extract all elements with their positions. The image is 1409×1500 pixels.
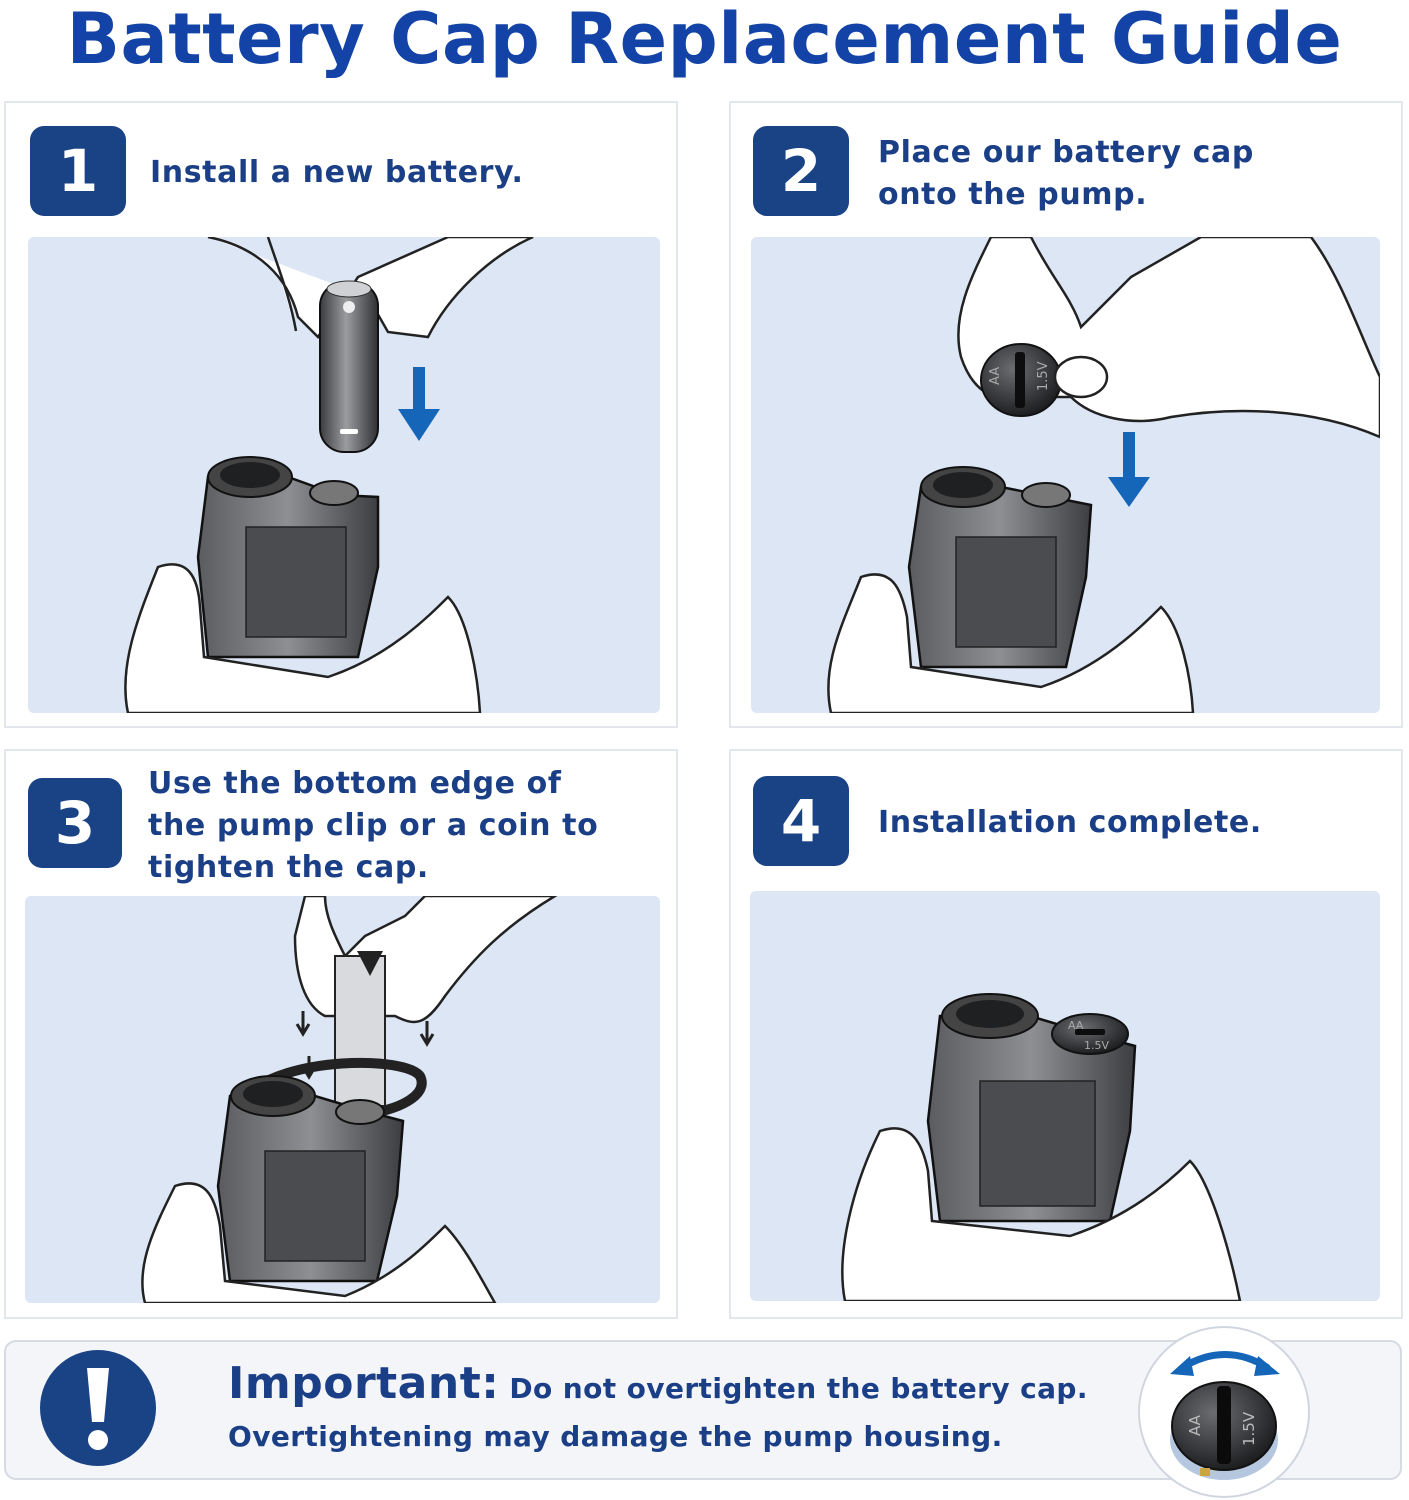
battery-icon — [319, 280, 379, 453]
pump-icon — [926, 993, 1137, 1223]
down-arrow-icon — [295, 1011, 435, 1080]
step-badge-3: 3 — [28, 778, 122, 868]
important-label: Important: — [228, 1358, 500, 1409]
svg-text:1.5V: 1.5V — [1084, 1039, 1109, 1052]
warning-badge — [40, 1350, 156, 1466]
pump-icon — [216, 1075, 405, 1283]
step-badge-2: 2 — [753, 126, 849, 216]
svg-text:AA: AA — [988, 367, 1003, 385]
down-arrow-icon — [1108, 432, 1150, 507]
page-title: Battery Cap Replacement Guide — [66, 0, 1343, 80]
important-line-2: Overtightening may damage the pump housi… — [228, 1420, 1003, 1453]
hand-icon — [841, 1127, 1242, 1301]
svg-text:AA: AA — [1186, 1414, 1204, 1436]
step-image-2: AA 1.5V — [751, 237, 1380, 713]
cap-illustration: AA 1.5V — [1138, 1326, 1310, 1498]
pump-icon — [907, 466, 1093, 669]
step-text-4: Installation complete. — [878, 805, 1262, 840]
pump-icon — [196, 456, 380, 659]
battery-cap-icon: AA 1.5V — [980, 343, 1062, 417]
step-image-1 — [28, 237, 660, 713]
svg-text:1.5V: 1.5V — [1240, 1411, 1258, 1446]
step-text-1: Install a new battery. — [150, 155, 524, 190]
step-badge-1: 1 — [30, 126, 126, 216]
important-line-1: Do not overtighten the battery cap. — [509, 1372, 1088, 1405]
svg-text:AA: AA — [1068, 1019, 1084, 1032]
battery-cap-icon: AA 1.5V — [1170, 1381, 1278, 1480]
exclamation-icon — [87, 1368, 109, 1450]
svg-text:1.5V: 1.5V — [1036, 361, 1051, 391]
step-image-4: AA 1.5V — [750, 891, 1380, 1301]
rotate-arrow-icon — [1170, 1351, 1280, 1376]
step-image-3 — [25, 896, 660, 1303]
important-heading: Important: Do not overtighten the battery… — [228, 1358, 1088, 1409]
battery-cap-icon: AA 1.5V — [1051, 1013, 1129, 1055]
step-text-3: Use the bottom edge of the pump clip or … — [148, 766, 599, 885]
step-text-2: Place our battery cap onto the pump. — [878, 135, 1254, 212]
down-arrow-icon — [398, 367, 440, 441]
step-badge-4: 4 — [753, 776, 849, 866]
